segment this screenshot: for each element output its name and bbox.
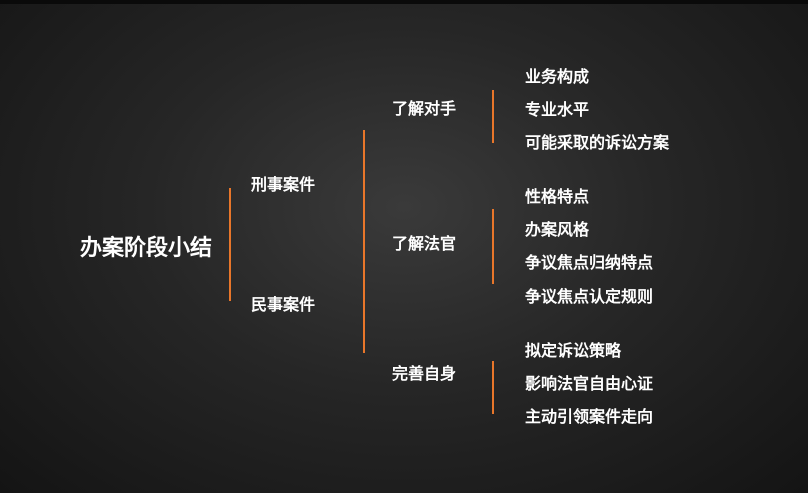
leaf-dispute-determination-rules: 争议焦点认定规则 (525, 287, 654, 306)
leaf-handling-style: 办案风格 (525, 220, 590, 239)
leaf-dispute-summary-traits: 争议焦点归纳特点 (525, 253, 654, 272)
aspect-know-opponent: 了解对手 (392, 99, 457, 118)
branch-criminal-case: 刑事案件 (251, 175, 316, 194)
root-node: 办案阶段小结 (80, 236, 213, 261)
leaf-possible-litigation-plan: 可能采取的诉讼方案 (525, 133, 670, 152)
aspect-improve-self: 完善自身 (392, 364, 457, 383)
top-strip (0, 0, 808, 4)
root-bracket-line (229, 188, 231, 301)
aspect-know-judge: 了解法官 (392, 234, 457, 253)
branch-bracket-line (363, 130, 365, 353)
leaf-business-composition: 业务构成 (525, 67, 590, 86)
judge-bracket-line (492, 209, 494, 284)
opponent-bracket-line (492, 90, 494, 143)
branch-civil-case: 民事案件 (251, 295, 316, 314)
leaf-personality-traits: 性格特点 (525, 187, 590, 206)
leaf-professional-level: 专业水平 (525, 100, 590, 119)
leaf-lead-case-direction: 主动引领案件走向 (525, 407, 654, 426)
self-bracket-line (492, 361, 494, 414)
leaf-influence-judge-conviction: 影响法官自由心证 (525, 374, 654, 393)
leaf-draft-litigation-strategy: 拟定诉讼策略 (525, 341, 622, 360)
